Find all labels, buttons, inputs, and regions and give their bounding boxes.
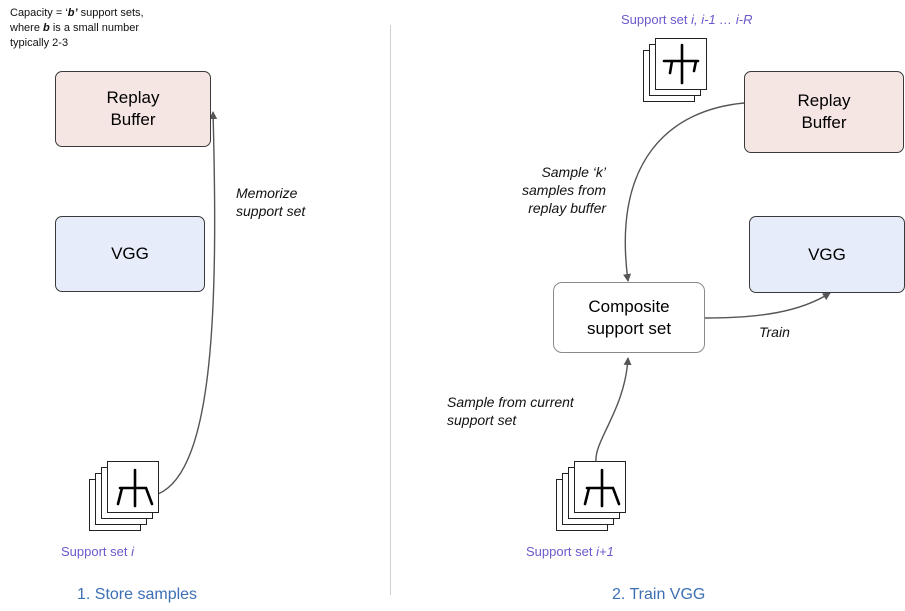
support-set-prefix: Support set — [526, 544, 597, 559]
right-vgg-box: VGG — [749, 216, 905, 293]
vgg-label: VGG — [111, 244, 149, 263]
sample-k-label-line: Sample ‘k’ — [541, 164, 607, 180]
capacity-note-b: b’ — [67, 7, 78, 19]
sample-current-label-line: Sample from current — [447, 394, 574, 410]
train-arrow — [704, 292, 831, 319]
right-bottom-support-set-label: Support set i+1 — [526, 544, 614, 559]
capacity-note-text: is a small number — [49, 22, 140, 34]
sample-k-label-line: replay buffer — [528, 200, 607, 216]
support-set-index: i — [131, 544, 134, 559]
composite-support-set-box: Composite support set — [553, 282, 705, 353]
capacity-note-text: where — [10, 22, 44, 34]
capacity-note-b: b — [43, 22, 50, 34]
replay-buffer-label: Replay — [106, 88, 160, 107]
right-top-support-set-label: Support set i, i-1 … i-R — [621, 12, 753, 27]
sample-k-label-line: samples from — [522, 182, 607, 198]
right-footer-title: 2. Train VGG — [612, 586, 706, 603]
support-set-prefix: Support set — [621, 12, 692, 27]
composite-label: Composite — [588, 296, 670, 316]
support-set-index: i+1 — [596, 544, 614, 559]
memorize-arrow — [157, 111, 218, 495]
capacity-note-text: typically 2-3 — [10, 37, 69, 49]
replay-buffer-label: Buffer — [801, 113, 847, 132]
vgg-label: VGG — [808, 244, 846, 264]
sample-current-label-line: support set — [447, 412, 517, 428]
support-set-prefix: Support set — [61, 544, 132, 559]
left-footer-title: 1. Store samples — [77, 586, 198, 603]
replay-buffer-label: Replay — [797, 91, 851, 110]
capacity-note-text: Capacity = ‘ — [10, 7, 68, 19]
replay-buffer-label: Buffer — [110, 110, 156, 129]
sample-k-arrow — [623, 102, 745, 282]
sample-current-arrow — [595, 357, 632, 463]
capacity-note: Capacity = ‘b’ support sets, where b is … — [10, 6, 210, 51]
train-label: Train — [759, 324, 790, 340]
left-support-set-label: Support set i — [61, 544, 134, 559]
memorize-label-line: Memorize — [236, 185, 298, 201]
memorize-label-line: support set — [236, 203, 306, 219]
left-vgg-box: VGG — [55, 216, 205, 292]
left-replay-buffer-box: Replay Buffer — [55, 71, 211, 147]
sample-current-label: Sample from current support set — [447, 393, 574, 429]
sample-k-label: Sample ‘k’ samples from replay buffer — [522, 163, 606, 217]
support-set-index: i, i-1 … i-R — [691, 12, 753, 27]
composite-label: support set — [586, 318, 672, 338]
panel-divider — [390, 25, 391, 595]
memorize-label: Memorize support set — [236, 184, 305, 220]
capacity-note-text: support sets, — [77, 7, 144, 19]
right-replay-buffer-box: Replay Buffer — [744, 71, 904, 153]
